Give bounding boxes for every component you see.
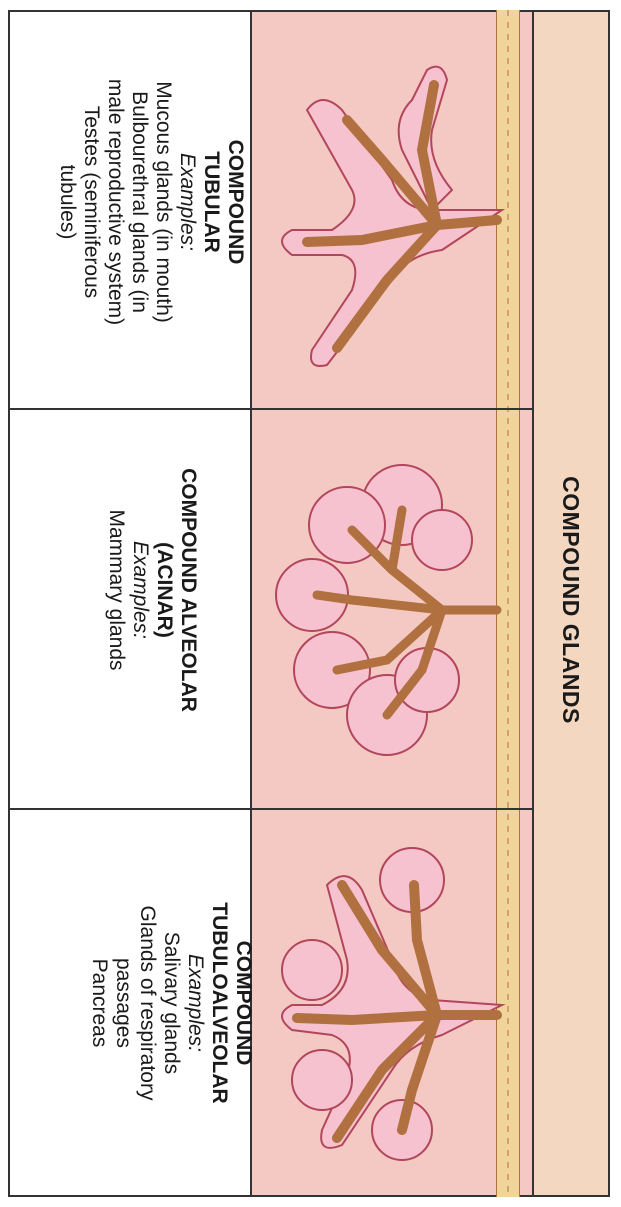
panel-2-text: COMPOUND ALVEOLAR (ACINAR) Examples: Mam… [90, 390, 250, 790]
panel-1-example-1: Mucous glands (in mouth) [151, 2, 175, 402]
panel-2-name-line-1: COMPOUND ALVEOLAR [176, 390, 200, 790]
panel-1-example-5: tubules) [55, 2, 79, 402]
compound-tubular-gland-illustration [252, 30, 532, 400]
panel-3-example-1: Salivary glands [159, 803, 183, 1203]
panel-2-examples-label: Examples: [128, 390, 152, 790]
panel-2-example-1: Mammary glands [104, 390, 128, 790]
panel-3-name-line-1: COMPOUND [231, 803, 255, 1203]
panel-1-name-line-1: COMPOUND [223, 2, 247, 402]
panel-1-text: COMPOUND TUBULAR Examples: Mucous glands… [17, 2, 247, 402]
panel-3-example-2: Glands of respiratory [135, 803, 159, 1203]
panel-3-example-4: Pancreas [87, 803, 111, 1203]
panel-1-name-line-2: TUBULAR [199, 2, 223, 402]
compound-alveolar-gland-illustration [252, 430, 532, 790]
panel-1-example-3: male reproductive system) [103, 2, 127, 402]
panel-1-example-2: Bulbourethral glands (in [127, 2, 151, 402]
panel-1-example-4: Testes (seminiferous [79, 2, 103, 402]
compound-tubuloalveolar-gland-illustration [252, 830, 532, 1190]
panel-3-examples-label: Examples: [183, 803, 207, 1203]
panel-divider-1 [8, 408, 532, 410]
panel-1-examples-label: Examples: [175, 2, 199, 402]
panel-2-name-line-2: (ACINAR) [152, 390, 176, 790]
panel-3-text: COMPOUND TUBULOALVEOLAR Examples: Saliva… [55, 803, 255, 1203]
panel-3-name-line-2: TUBULOALVEOLAR [207, 803, 231, 1203]
panel-3-example-3: passages [111, 803, 135, 1203]
page-title: COMPOUND GLANDS [556, 400, 586, 800]
